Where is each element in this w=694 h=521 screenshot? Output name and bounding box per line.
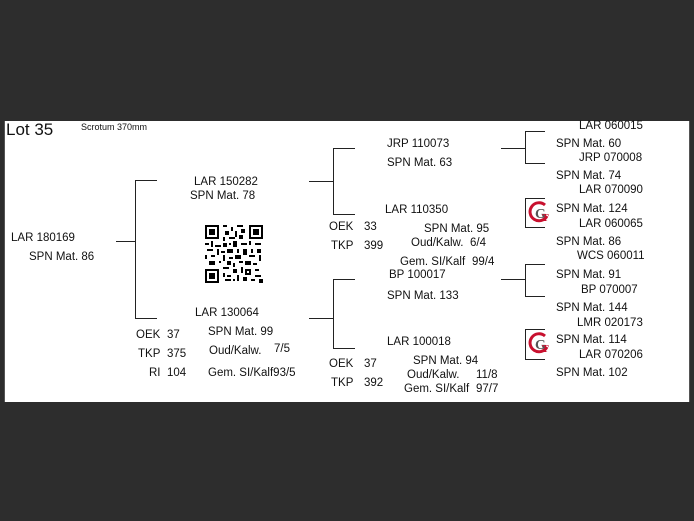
- dam-dam-oud-label: Oud/Kalw.: [407, 369, 460, 381]
- dam-ri: 104: [167, 367, 187, 379]
- scrotum-size: Scrotum 370mm: [81, 122, 148, 132]
- connector: [116, 241, 136, 242]
- dam-dam-gem: 97/7: [476, 383, 499, 395]
- gen4-row: LMR 020173: [577, 317, 643, 329]
- sire-mat: SPN Mat. 78: [190, 190, 256, 202]
- sire-dam-gem: 99/4: [472, 256, 495, 268]
- sire-dam-oud: 6/4: [470, 237, 486, 249]
- svg-text:T: T: [542, 344, 549, 355]
- dam-dam-oud: 11/8: [476, 369, 498, 381]
- sire-dam-oud-label: Oud/Kalw.: [411, 237, 464, 249]
- sire-dam-gem-label: Gem. SI/Kalf: [400, 256, 466, 268]
- connector: [525, 227, 545, 228]
- dam-mat: SPN Mat. 99: [208, 326, 274, 338]
- sire-dam-tkp-label: TKP: [331, 240, 354, 252]
- connector: [135, 180, 136, 319]
- svg-text:G: G: [535, 338, 546, 353]
- dam-oud-label: Oud/Kalw.: [209, 345, 262, 357]
- dam-sire-id: BP 100017: [389, 269, 446, 281]
- connector: [135, 318, 157, 319]
- gen4-row: SPN Mat. 114: [556, 334, 627, 346]
- sire-dam-oek-label: OEK: [329, 221, 354, 233]
- dam-ri-label: RI: [149, 367, 161, 379]
- gen4-row: SPN Mat. 60: [556, 138, 622, 150]
- dam-oek: 37: [167, 329, 180, 341]
- gen4-row: SPN Mat. 74: [556, 170, 622, 182]
- dam-dam-id: LAR 100018: [387, 336, 451, 348]
- connector: [525, 198, 526, 228]
- gt-logo-icon: G T: [528, 332, 549, 355]
- connector: [525, 329, 526, 360]
- qr-code-icon: [205, 225, 263, 283]
- sire-dam-id: LAR 110350: [385, 204, 449, 216]
- dam-id: LAR 130064: [195, 307, 259, 319]
- dam-sire-mat: SPN Mat. 133: [387, 290, 459, 302]
- connector: [333, 279, 334, 349]
- svg-text:T: T: [542, 213, 549, 224]
- dam-dam-gem-label: Gem. SI/Kalf: [404, 383, 470, 395]
- gen4-row: LAR 070090: [579, 184, 643, 196]
- animal-id: LAR 180169: [11, 232, 75, 244]
- connector: [135, 180, 157, 181]
- connector: [333, 348, 355, 349]
- dam-tkp: 375: [167, 348, 187, 360]
- gen4-row: JRP 070008: [579, 152, 643, 164]
- dam-oud: 7/5: [274, 343, 290, 355]
- gen4-row: SPN Mat. 144: [556, 302, 628, 314]
- gen4-row: LAR 060015: [579, 120, 643, 132]
- connector: [501, 279, 525, 280]
- dam-dam-mat: SPN Mat. 94: [413, 355, 479, 367]
- gen4-row: SPN Mat. 124: [556, 203, 628, 215]
- lot-number: Lot 35: [6, 120, 54, 139]
- gen4-row: BP 070007: [581, 284, 638, 296]
- svg-text:G: G: [535, 207, 546, 222]
- connector: [525, 264, 526, 297]
- sire-id: LAR 150282: [194, 176, 258, 188]
- connector: [525, 131, 526, 164]
- dam-tkp-label: TKP: [138, 348, 161, 360]
- connector: [501, 148, 525, 149]
- connector: [525, 198, 545, 199]
- gen4-row: SPN Mat. 102: [556, 367, 628, 379]
- connector: [525, 359, 545, 360]
- connector: [309, 181, 333, 182]
- gen4-row: SPN Mat. 86: [556, 236, 622, 248]
- gen4-row: LAR 060065: [579, 218, 643, 230]
- gen4-row: LAR 070206: [579, 349, 643, 361]
- connector: [525, 163, 545, 164]
- gt-logo-icon: G T: [528, 201, 549, 224]
- sire-dam-oek: 33: [364, 221, 377, 233]
- connector: [333, 279, 355, 280]
- connector: [309, 318, 333, 319]
- pedigree-sheet: Lot 35 Scrotum 370mm LAR 180169 SPN Mat.…: [4, 120, 690, 402]
- connector: [525, 329, 545, 330]
- dam-dam-tkp-label: TKP: [331, 377, 354, 389]
- dam-dam-tkp: 392: [364, 377, 384, 389]
- connector: [525, 131, 545, 132]
- connector: [525, 264, 545, 265]
- gen4-row: SPN Mat. 91: [556, 269, 622, 281]
- sire-sire-id: JRP 110073: [387, 138, 450, 150]
- sire-dam-tkp: 399: [364, 240, 384, 252]
- dam-dam-oek-label: OEK: [329, 358, 354, 370]
- sire-sire-mat: SPN Mat. 63: [387, 157, 453, 169]
- connector: [333, 148, 355, 149]
- gen4-row: WCS 060011: [577, 250, 645, 262]
- dam-oek-label: OEK: [136, 329, 161, 341]
- connector: [333, 214, 355, 215]
- sire-dam-mat: SPN Mat. 95: [424, 223, 490, 235]
- dam-gem: Gem. SI/Kalf93/5: [208, 367, 296, 379]
- dam-dam-oek: 37: [364, 358, 377, 370]
- connector: [333, 148, 334, 215]
- connector: [525, 296, 545, 297]
- animal-mat: SPN Mat. 86: [29, 251, 95, 263]
